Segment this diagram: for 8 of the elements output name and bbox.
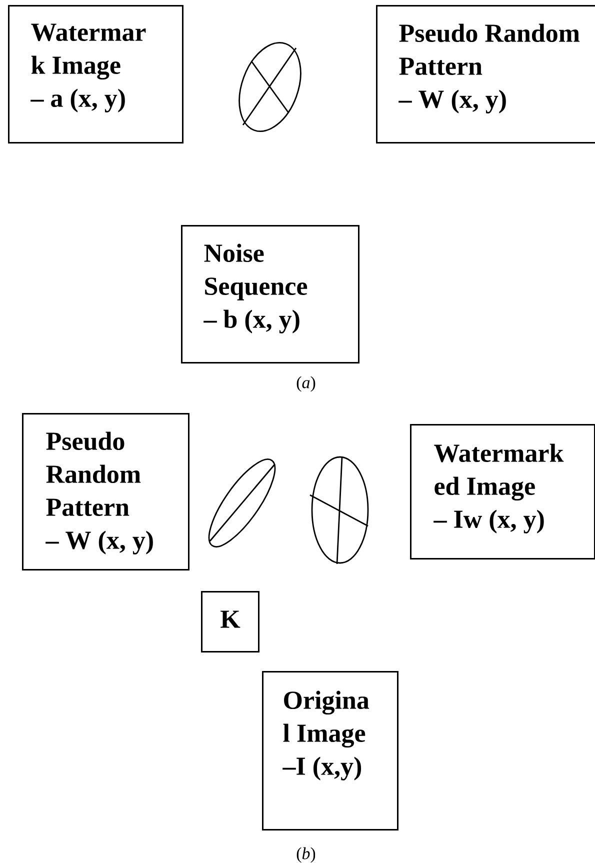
text-box: Origina l Image –I (x,y) bbox=[262, 671, 398, 830]
key-box: K bbox=[201, 591, 260, 652]
text-box: Pseudo Random Pattern – W (x, y) bbox=[376, 5, 595, 144]
text-box: Noise Sequence – b (x, y) bbox=[181, 225, 360, 364]
text-box: Watermar k Image – a (x, y) bbox=[8, 5, 184, 144]
text-box: Pseudo Random Pattern – W (x, y) bbox=[22, 413, 190, 570]
text-box: Watermark ed Image – Iw (x, y) bbox=[410, 424, 595, 560]
subfigure-caption: (b) bbox=[296, 847, 316, 863]
